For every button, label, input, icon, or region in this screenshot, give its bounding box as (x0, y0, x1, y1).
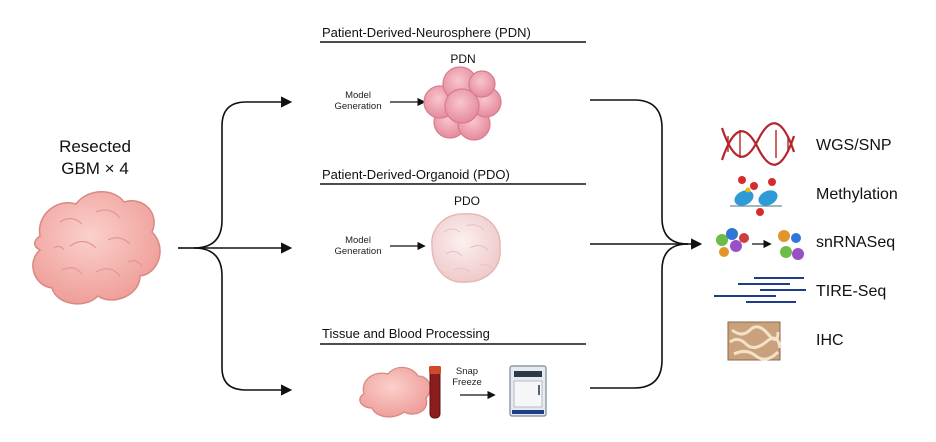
pdn-model-generation-label: Model Generation (323, 90, 393, 112)
assay-label-tire-seq: TIRE-Seq (816, 283, 887, 300)
converge-connectors (590, 99, 703, 389)
branch-connectors (178, 96, 293, 396)
freezer-icon (509, 365, 547, 417)
dna-helix-icon (720, 122, 796, 166)
sequencing-reads-icon (714, 277, 806, 303)
pdn-step-line2: Generation (334, 101, 382, 112)
pdn-sublabel: PDN (450, 52, 476, 66)
organoid-icon (431, 213, 501, 283)
source-label-line1: Resected (59, 137, 131, 156)
tissue-section-title: Tissue and Blood Processing (322, 326, 490, 341)
neurosphere-icon (423, 66, 502, 141)
pdo-step-line1: Model (345, 235, 371, 246)
source-label: Resected GBM × 4 (40, 136, 150, 180)
source-label-line2: GBM × 4 (61, 159, 129, 178)
assay-label-ihc: IHC (816, 332, 844, 349)
histology-tissue-icon (727, 321, 782, 361)
pdn-step-line1: Model (345, 90, 371, 101)
snap-freeze-label: Snap Freeze (442, 366, 492, 388)
resected-tumor-icon (32, 191, 161, 305)
assay-label-snrnaseq: snRNASeq (816, 234, 896, 251)
snap-freeze-line2: Freeze (452, 377, 482, 388)
pdo-model-generation-label: Model Generation (323, 235, 393, 257)
blood-tube-icon (429, 366, 441, 419)
pdo-section-title: Patient-Derived-Organoid (PDO) (322, 167, 510, 182)
pdo-step-line2: Generation (334, 246, 382, 257)
pdo-sublabel: PDO (453, 194, 480, 208)
assay-label-wgs-snp: WGS/SNP (816, 137, 892, 154)
pdn-section-title: Patient-Derived-Neurosphere (PDN) (322, 25, 531, 40)
methylation-icon (730, 176, 782, 216)
tissue-sample-icon (359, 366, 431, 418)
assay-label-methylation: Methylation (816, 186, 898, 203)
snap-freeze-line1: Snap (455, 366, 479, 377)
single-nucleus-cells-icon (716, 228, 804, 260)
